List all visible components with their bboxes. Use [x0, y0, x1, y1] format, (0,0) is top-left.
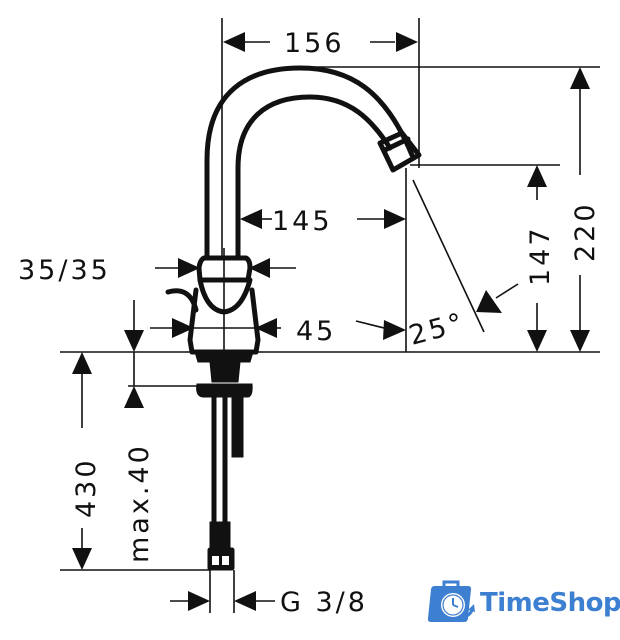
dim-g-3-8-label: G 3/8 — [280, 587, 368, 618]
brand-name: TimeShop — [480, 588, 620, 618]
timeshop-watermark: TimeShop — [428, 578, 620, 628]
dim-145: 145 — [240, 206, 406, 237]
dim-147-label: 147 — [525, 225, 556, 286]
dim-35-35-label: 35/35 — [18, 255, 111, 286]
dim-35-35: 35/35 — [18, 255, 296, 286]
dim-430-label: 430 — [71, 457, 102, 518]
faucet-outline — [165, 65, 422, 355]
dim-g-3-8: G 3/8 — [170, 587, 368, 618]
dim-45: 45 — [150, 316, 406, 347]
below-deck-parts — [194, 351, 254, 571]
clock-bag-icon — [428, 580, 475, 622]
dim-max-40: max.40 — [124, 300, 155, 563]
dim-25-deg-label: 25° — [406, 307, 469, 352]
dim-145-label: 145 — [272, 206, 333, 237]
extension-lines — [60, 18, 600, 613]
dim-156: 156 — [223, 28, 418, 59]
dim-147: 147 — [525, 165, 556, 352]
dim-430: 430 — [71, 352, 102, 570]
dim-156-label: 156 — [284, 28, 345, 59]
dim-25-deg: 25° — [406, 283, 519, 352]
dim-220-label: 220 — [570, 201, 601, 262]
dim-45-label: 45 — [296, 316, 336, 347]
dim-max-40-label: max.40 — [124, 443, 155, 563]
dim-220: 220 — [570, 67, 601, 352]
